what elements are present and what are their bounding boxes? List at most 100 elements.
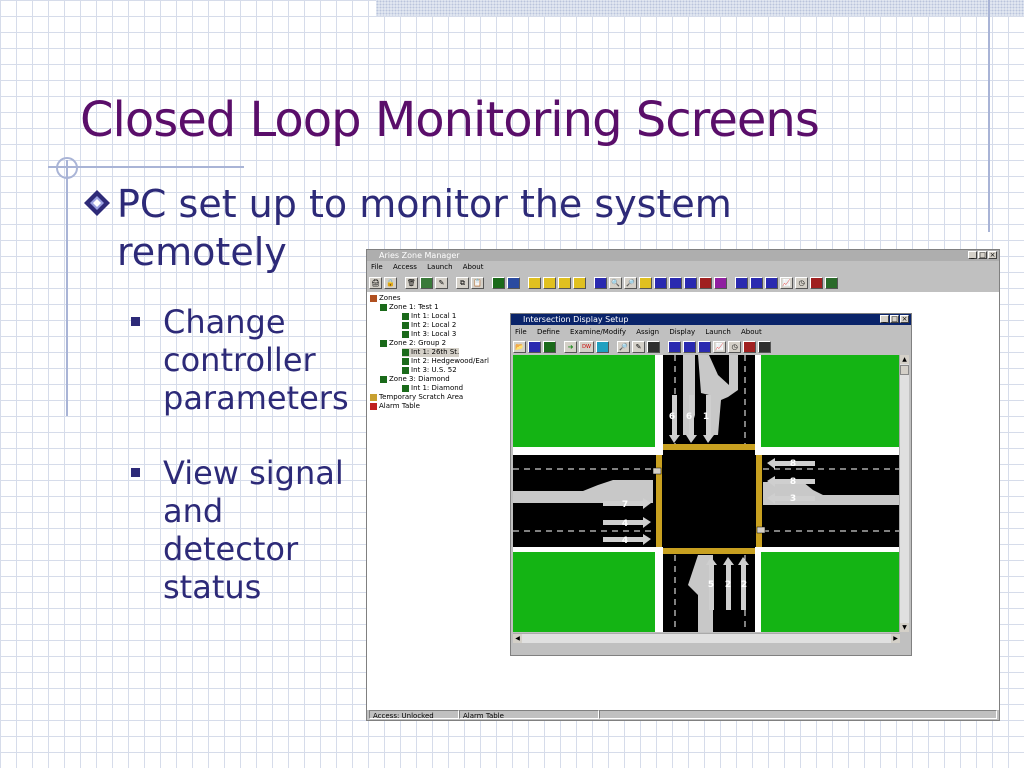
zone-manager-titlebar[interactable]: Aries Zone Manager _ □ × [367, 250, 999, 261]
export-icon[interactable] [825, 277, 838, 289]
tree-node-scratch[interactable]: Temporary Scratch Area [370, 393, 463, 402]
edit-icon[interactable]: ✎ [435, 277, 448, 289]
tree-node-int[interactable]: Int 1: Local 1 [402, 312, 456, 321]
close-button[interactable]: × [988, 251, 997, 259]
map-icon[interactable] [507, 277, 520, 289]
tree-node-int[interactable]: Int 3: Local 3 [402, 330, 456, 339]
tree-node-zone[interactable]: Zone 1: Test 1 [380, 303, 439, 312]
upload-icon[interactable] [669, 277, 682, 289]
decorative-vertical-line [988, 0, 990, 232]
scroll-up-button[interactable]: ▲ [900, 355, 909, 364]
scroll-thumb[interactable] [900, 365, 909, 375]
report-icon[interactable] [714, 277, 727, 289]
screen-icon[interactable] [668, 341, 681, 353]
menu-about[interactable]: About [741, 328, 762, 336]
status-panel: Alarm Table [459, 710, 599, 720]
pencil-icon[interactable]: ✎ [632, 341, 645, 353]
menu-define[interactable]: Define [536, 328, 560, 336]
detector-icon[interactable] [596, 341, 609, 353]
download-icon[interactable] [684, 277, 697, 289]
screen-icon-2[interactable] [683, 341, 696, 353]
tree-node-int[interactable]: Int 3: U.S. 52 [402, 366, 457, 375]
folder-icon[interactable] [639, 277, 652, 289]
grid-icon[interactable] [543, 341, 556, 353]
zoom-icon[interactable]: 🔎 [624, 277, 637, 289]
print-icon[interactable]: 🖨 [369, 277, 382, 289]
chart-icon[interactable] [698, 341, 711, 353]
signal-icon-4[interactable] [573, 277, 586, 289]
minimize-button[interactable]: _ [880, 315, 889, 323]
tree-node-int[interactable]: Int 1: Diamond [402, 384, 463, 393]
graph-icon[interactable]: 📈 [713, 341, 726, 353]
calendar-icon[interactable] [743, 341, 756, 353]
north-lane-label: 6 [669, 412, 675, 422]
screen-icon-2[interactable] [750, 277, 763, 289]
close-button[interactable]: × [900, 315, 909, 323]
alarm-icon[interactable] [699, 277, 712, 289]
south-lane-label: 5 [708, 580, 714, 590]
intersection-title: Intersection Display Setup [523, 315, 629, 324]
scroll-left-button[interactable]: ◀ [513, 634, 522, 643]
tree-node-alarm[interactable]: Alarm Table [370, 402, 420, 411]
intersection-window[interactable]: Intersection Display Setup _ □ × File De… [510, 313, 912, 656]
sub-bullet-2-text: View signal and detector status [163, 454, 344, 606]
slide-top-band [376, 0, 1024, 16]
grass-se [761, 552, 900, 632]
menu-access[interactable]: Access [392, 263, 417, 271]
graph-icon[interactable]: 📈 [780, 277, 793, 289]
scroll-right-button[interactable]: ▶ [891, 634, 900, 643]
zone-manager-toolbar: 🖨 🔒 🗑 ✎ ⧉ 📋 🔍 🔎 📈 ◷ [369, 277, 997, 289]
status-empty [599, 710, 997, 719]
traffic-light-icon[interactable] [758, 341, 771, 353]
menu-about[interactable]: About [462, 263, 484, 271]
signal-icon-1[interactable] [528, 277, 541, 289]
menu-file[interactable]: File [515, 328, 527, 336]
tree-node-int[interactable]: Int 2: Local 2 [402, 321, 456, 330]
intersection-titlebar[interactable]: Intersection Display Setup _ □ × [511, 314, 911, 325]
dw-button[interactable]: DW [579, 341, 594, 353]
monitor-icon[interactable] [594, 277, 607, 289]
menu-launch[interactable]: Launch [705, 328, 731, 336]
save-icon[interactable] [654, 277, 667, 289]
zone-tree[interactable]: Zones Zone 1: Test 1 Int 1: Local 1 Int … [367, 292, 507, 712]
intersection-canvas[interactable]: 6 6 1 5 2 2 8 8 3 7 4 4 [513, 355, 900, 632]
search-icon[interactable]: 🔍 [609, 277, 622, 289]
tree-node-zone[interactable]: Zone 3: Diamond [380, 375, 450, 384]
menu-launch[interactable]: Launch [427, 263, 453, 271]
calendar-icon[interactable] [810, 277, 823, 289]
delete-icon[interactable]: 🗑 [405, 277, 418, 289]
minimize-button[interactable]: _ [968, 251, 977, 259]
signal-icon-2[interactable] [543, 277, 556, 289]
tree-node-int-selected[interactable]: Int 1: 26th St. [402, 348, 460, 357]
clock-icon[interactable]: ◷ [728, 341, 741, 353]
tree-node-int[interactable]: Int 2: Hedgewood/Earl [402, 357, 489, 366]
menu-examine-modify[interactable]: Examine/Modify [570, 328, 626, 336]
menu-assign[interactable]: Assign [636, 328, 660, 336]
open-icon[interactable]: 📂 [513, 341, 526, 353]
clock-icon[interactable]: ◷ [795, 277, 808, 289]
arrow-icon[interactable]: ➜ [564, 341, 577, 353]
zoom-icon[interactable]: 🔎 [617, 341, 630, 353]
copy-icon[interactable]: ⧉ [456, 277, 469, 289]
scroll-down-button[interactable]: ▼ [900, 623, 909, 632]
tree-node-zone[interactable]: Zone 2: Group 2 [380, 339, 446, 348]
save-icon[interactable] [528, 341, 541, 353]
grid-icon[interactable] [420, 277, 433, 289]
paste-icon[interactable]: 📋 [471, 277, 484, 289]
slide-title: Closed Loop Monitoring Screens [80, 92, 820, 148]
maximize-button[interactable]: □ [978, 251, 987, 259]
signal-icon[interactable] [647, 341, 660, 353]
menu-display[interactable]: Display [669, 328, 696, 336]
lock-icon[interactable]: 🔒 [384, 277, 397, 289]
menu-file[interactable]: File [371, 263, 383, 271]
intersection-icon[interactable] [492, 277, 505, 289]
decorative-left-line [66, 160, 68, 416]
tree-node-zones[interactable]: Zones [370, 294, 400, 303]
grass-nw [513, 355, 655, 447]
horizontal-scrollbar[interactable]: ◀ ▶ [513, 633, 900, 643]
signal-icon-3[interactable] [558, 277, 571, 289]
maximize-button[interactable]: □ [890, 315, 899, 323]
screen-icon-1[interactable] [735, 277, 748, 289]
vertical-scrollbar[interactable]: ▲ ▼ [899, 355, 909, 632]
chart-icon[interactable] [765, 277, 778, 289]
